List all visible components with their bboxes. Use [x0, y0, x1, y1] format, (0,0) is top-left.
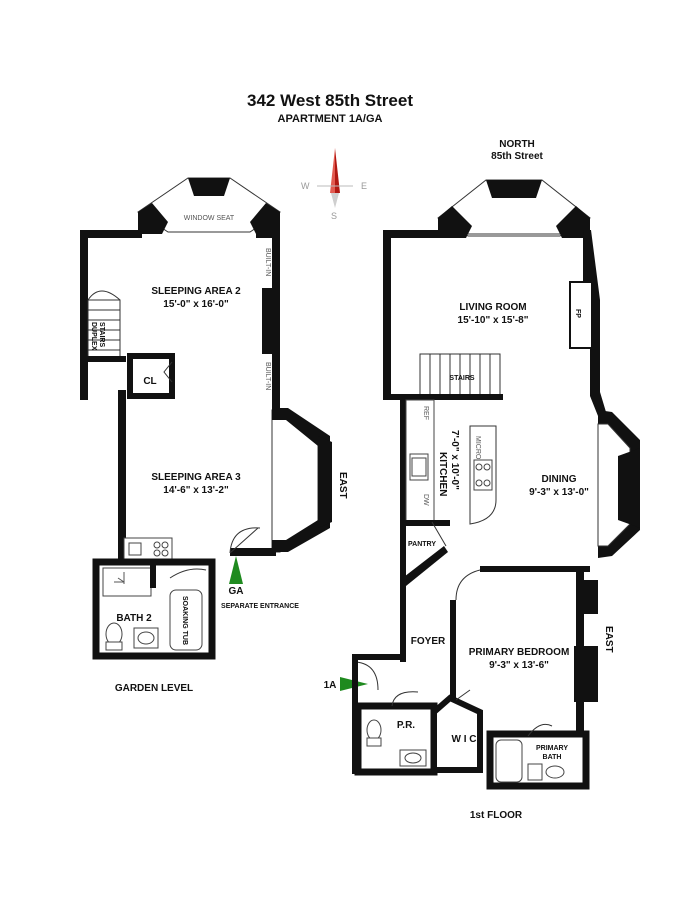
garden-wall-right: [272, 230, 280, 410]
first-wall-top-left: [383, 230, 443, 238]
compass-needle-north-shade: [335, 148, 340, 193]
closet: [127, 353, 175, 399]
first-stairs: [419, 353, 501, 397]
living-room-dim: 15'-10" x 15'-8": [458, 315, 529, 326]
first-wall-left: [383, 230, 391, 400]
dining-dim: 9'-3" x 13'-0": [529, 487, 589, 498]
ref-label: REF: [422, 406, 429, 420]
micro-label: MICRO: [474, 436, 481, 460]
duplex-stairs-label: STAIRS: [98, 322, 105, 347]
garden-bay-pier-right: [250, 203, 280, 234]
closet-label: CL: [143, 376, 156, 387]
soaking-tub-label: SOAKING TUB: [181, 596, 188, 645]
plan-subtitle: APARTMENT 1A/GA: [278, 113, 383, 125]
garden-level-plan: WINDOW SEAT BUILT-IN BUILT-IN EAST DUPLE…: [80, 177, 348, 694]
garden-east-label: EAST: [337, 472, 348, 499]
garden-bay-pier-top: [188, 178, 230, 196]
window-seat-label: WINDOW SEAT: [184, 215, 235, 222]
first-floor-label: 1st FLOOR: [470, 810, 523, 821]
fireplace: [569, 281, 593, 349]
garden-wall-top-right: [256, 230, 280, 238]
dw-label: DW: [422, 494, 429, 506]
compass-s: S: [331, 211, 337, 221]
street-label: 85th Street: [491, 151, 543, 162]
powder-room-label: P.R.: [397, 720, 415, 731]
soaking-tub: [169, 589, 203, 651]
ga-label: GA: [229, 586, 244, 597]
primary-bath-label-2: BATH: [543, 754, 562, 761]
separate-entrance-label: SEPARATE ENTRANCE: [221, 603, 299, 610]
foyer-label: FOYER: [411, 636, 446, 647]
first-stairs-label: STAIRS: [449, 375, 474, 382]
kitchen-name: KITCHEN: [437, 452, 448, 496]
sleeping-area-3-dim: 14'-6" x 13'-2": [163, 485, 229, 496]
wic-label: W I C: [452, 734, 477, 745]
compass-needle-south-icon: [331, 193, 339, 208]
entry-1a-label: 1A: [324, 680, 337, 691]
primary-bedroom-dim: 9'-3" x 13'-6": [489, 660, 549, 671]
first-floor-plan: FP LIVING ROOM 15'-10" x 15'-8" STAIRS R…: [324, 179, 640, 821]
pantry-label: PANTRY: [408, 541, 436, 548]
built-in-1-label: BUILT-IN: [264, 248, 271, 276]
sleeping-area-2-dim: 15'-0" x 16'-0": [163, 299, 229, 310]
duplex-label: DUPLEX: [90, 322, 97, 351]
kitchen-wall-left: [400, 400, 406, 524]
compass-needle-north-icon: [330, 148, 335, 193]
compass: W E S: [301, 148, 367, 221]
garden-level-label: GARDEN LEVEL: [115, 683, 193, 694]
north-label: NORTH: [499, 139, 535, 150]
primary-bathtub: [495, 739, 523, 783]
fireplace-label: FP: [574, 309, 581, 318]
ga-entrance-arrow-icon: [229, 556, 243, 584]
garden-wall-left-top: [80, 230, 142, 238]
plan-title: 342 West 85th Street: [247, 91, 413, 110]
compass-e: E: [361, 181, 367, 191]
garden-wall-left: [80, 230, 88, 380]
sleeping-area-3-name: SLEEPING AREA 3: [151, 472, 241, 483]
built-in-2-label: BUILT-IN: [264, 362, 271, 390]
living-room-name: LIVING ROOM: [459, 302, 526, 313]
wic: [431, 694, 483, 773]
dining-name: DINING: [542, 474, 577, 485]
primary-bedroom-name: PRIMARY BEDROOM: [469, 647, 570, 658]
kitchen-dim: 7'-0" x 10'-0": [449, 430, 460, 490]
compass-w: W: [301, 181, 310, 191]
first-east-label: EAST: [603, 626, 614, 653]
duplex-stairs: [87, 290, 121, 361]
garden-bay-pier-left: [138, 203, 168, 234]
primary-bath-label-1: PRIMARY: [536, 745, 568, 752]
sleeping-area-2-name: SLEEPING AREA 2: [151, 286, 241, 297]
bath-2-label: BATH 2: [116, 613, 152, 624]
